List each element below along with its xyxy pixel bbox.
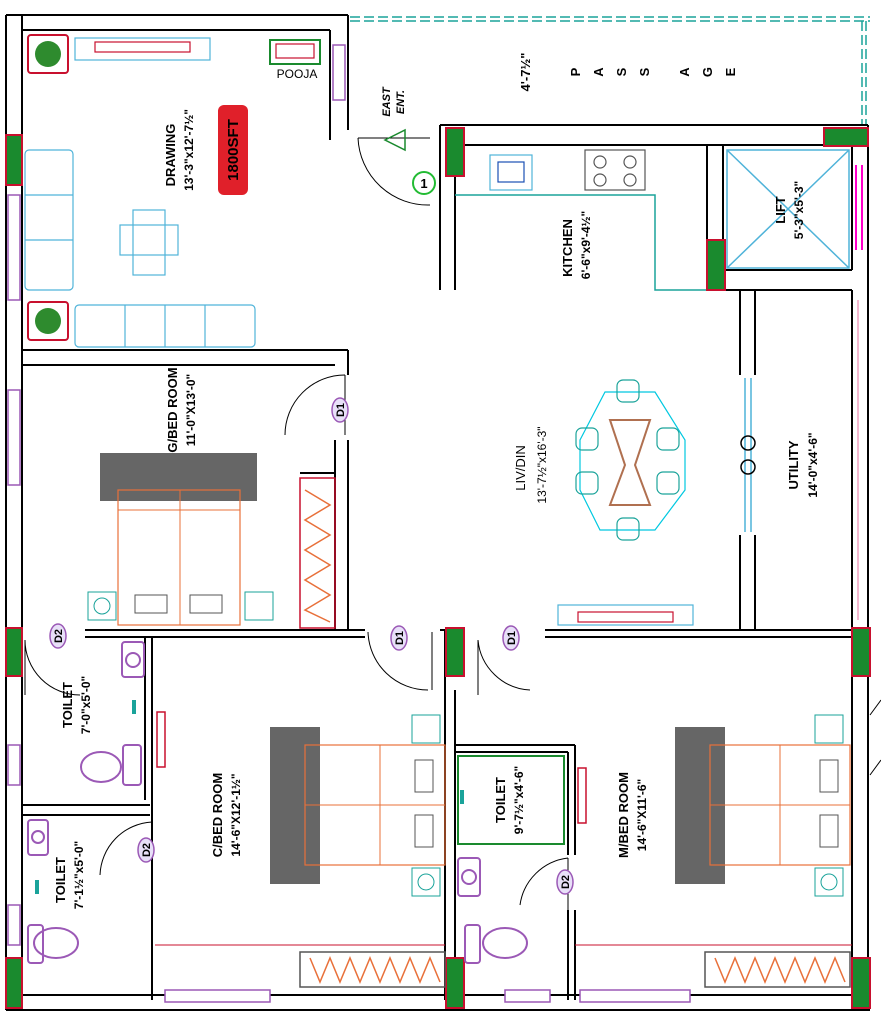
room-name: TOILET (53, 857, 68, 903)
door-tag-d2: D2 (556, 869, 574, 895)
master-wardrobe (704, 951, 851, 988)
living-console (557, 604, 694, 626)
door-tag-label: D1 (335, 403, 347, 417)
door-tag-label: D2 (141, 843, 153, 857)
kitchen-counter (455, 194, 707, 291)
room-name: TOILET (60, 682, 75, 728)
toilet-fixtures (27, 641, 528, 964)
room-size: 13'-3"x12'-7½" (182, 109, 196, 191)
room-size: 14'-6"X12'-1½" (229, 773, 243, 856)
pooja-label: POOJA (277, 67, 318, 81)
child-wardrobe (299, 951, 446, 988)
room-toilet-1: TOILET 7'-0"x5'-0" (60, 676, 93, 734)
room-name: LIV/DIN (513, 445, 528, 491)
outer-walls (5, 14, 870, 1011)
room-size: 14'-6"X11'-6" (635, 779, 649, 851)
room-size: 5'-3"x5'-3" (792, 181, 806, 239)
passage-letter: A (677, 67, 692, 77)
door-tag-d2: D2 (137, 837, 155, 863)
passage-letter: E (723, 67, 738, 76)
door-tag-d1: D1 (390, 625, 408, 651)
passage-letters: P A S S A G E (568, 67, 738, 77)
shower-marks (35, 700, 464, 894)
child-bed (270, 714, 446, 897)
pooja-unit (269, 39, 321, 65)
drawing-shelf (74, 37, 211, 61)
room-toilet-3: TOILET 9'-7½"x4'-6" (493, 766, 526, 834)
room-size: 7'-0"x5'-0" (79, 676, 93, 734)
passage-letter: G (700, 67, 715, 77)
entrance-label-line2: ENT. (395, 90, 407, 114)
dining-table (575, 379, 686, 541)
room-size: 14'-0"x4'-6" (806, 432, 820, 497)
room-name: M/BED ROOM (616, 772, 631, 858)
door-tag-label: D2 (560, 875, 572, 889)
room-toilet-2: TOILET 7'-1½"x5'-0" (53, 841, 86, 909)
toilet-windows (156, 711, 587, 824)
passage-dimension: 4'-7½" (518, 53, 533, 92)
drawing-furniture (24, 149, 256, 348)
room-name: UTILITY (786, 440, 801, 489)
room-utility: UTILITY 14'-0"x4'-6" (786, 432, 820, 497)
room-guest-bed: G/BED ROOM 11'-0"X13'-0" (165, 367, 198, 452)
room-name: DRAWING (163, 124, 178, 187)
entry-marker-circle (412, 171, 436, 195)
master-bed (675, 714, 851, 897)
passage-letter: P (568, 67, 583, 76)
room-size: 6'-6"x9'-4½" (579, 211, 593, 279)
entrance-arrow (383, 128, 406, 152)
room-name: LIFT (773, 196, 788, 223)
lift-window (855, 165, 863, 250)
passage-letter: S (614, 67, 629, 76)
interior-walls (22, 125, 852, 1000)
room-name: C/BED ROOM (210, 773, 225, 858)
passage-letter: A (591, 67, 606, 77)
entry-marker-label: 1 (420, 176, 427, 191)
room-name: G/BED ROOM (165, 367, 180, 452)
utility-partition (740, 378, 756, 532)
door-tag-d2: D2 (49, 623, 67, 649)
shower-area (457, 755, 565, 845)
door-tags: D1 D1 D1 D2 D2 D2 (49, 397, 574, 895)
room-child-bed: C/BED ROOM 14'-6"X12'-1½" (210, 773, 243, 858)
room-size: 9'-7½"x4'-6" (512, 766, 526, 834)
guest-bed (87, 453, 274, 626)
room-name: TOILET (493, 777, 508, 823)
room-drawing: DRAWING 13'-3"x12'-7½" (163, 109, 196, 191)
room-size: 11'-0"X13'-0" (184, 374, 198, 446)
kitchen-fixtures (489, 149, 646, 191)
door-tag-label: D1 (506, 631, 518, 645)
area-badge: 1800SFT (218, 105, 248, 195)
lift-shaft (726, 149, 850, 269)
room-kitchen: KITCHEN 6'-6"x9'-4½" (560, 211, 593, 279)
windows (7, 44, 691, 1003)
room-master-bed: M/BED ROOM 14'-6"X11'-6" (616, 772, 649, 858)
structural-columns (5, 127, 871, 1009)
door-tag-d1: D1 (502, 625, 520, 651)
guest-wardrobe (299, 477, 336, 629)
door-tag-label: D1 (394, 631, 406, 645)
stair-hint (869, 699, 881, 776)
entrance-label-line1: EAST (381, 86, 393, 117)
door-tag-label: D2 (53, 629, 65, 643)
room-size: 13'-7½"x16'-3" (535, 426, 549, 503)
door-tag-d1: D1 (331, 397, 349, 423)
plant-icons (27, 34, 69, 341)
room-name: KITCHEN (560, 219, 575, 277)
room-living: LIV/DIN 13'-7½"x16'-3" (513, 426, 549, 503)
area-badge-text: 1800SFT (225, 119, 242, 181)
passage-letter: S (637, 67, 652, 76)
room-lift: LIFT 5'-3"x5'-3" (773, 181, 806, 239)
passage-outline (350, 16, 870, 125)
room-size: 7'-1½"x5'-0" (72, 841, 86, 909)
